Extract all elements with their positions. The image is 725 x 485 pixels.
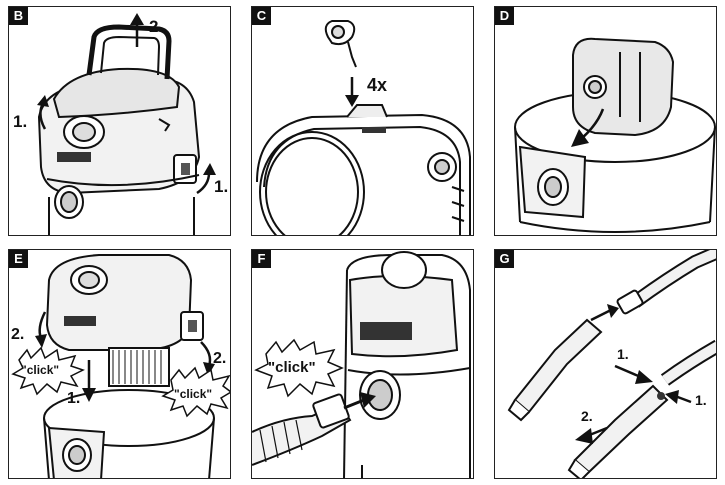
step-label: 1. — [695, 392, 707, 408]
panel-letter: F — [252, 250, 271, 268]
arrow-icon — [575, 304, 692, 444]
vacuum-lid-drawing — [11, 254, 230, 478]
arrow-icon — [345, 77, 359, 107]
step-label: 2. — [213, 350, 227, 367]
count-label: 4x — [367, 75, 388, 95]
hose-drawing — [507, 250, 716, 478]
click-label: "click" — [174, 387, 213, 401]
step-label: 2. — [11, 326, 25, 343]
step-label: 1. — [13, 112, 28, 131]
panel-letter: D — [495, 7, 514, 25]
step-label: 1. — [67, 390, 81, 407]
panel-letter: B — [9, 7, 28, 25]
container-rim-drawing — [256, 20, 471, 235]
panel-g: G 1. 2. 1. — [494, 249, 717, 479]
panel-b: B 2. 1. 1. — [8, 6, 231, 236]
arrow-icon — [35, 311, 215, 402]
panel-letter: C — [252, 7, 271, 25]
step-label: 1. — [617, 346, 629, 362]
filter-drawing — [514, 37, 716, 233]
click-label: "click" — [21, 363, 60, 377]
click-label: "click" — [268, 359, 316, 376]
panel-letter: G — [495, 250, 514, 268]
vacuum-lid-drawing — [37, 13, 216, 235]
click-burst-icon — [254, 338, 344, 398]
panel-letter: E — [9, 250, 28, 268]
step-label: 2. — [149, 17, 164, 36]
arrow-icon — [571, 108, 605, 147]
arrow-icon — [37, 13, 216, 195]
step-label: 2. — [581, 408, 593, 424]
panel-d: D — [494, 6, 717, 236]
arrow-icon — [343, 392, 376, 410]
click-burst-icon — [11, 346, 230, 418]
hose-drawing — [252, 251, 471, 478]
panel-c: C 4x — [251, 6, 474, 236]
step-label: 1. — [214, 177, 229, 196]
panel-f: F "click" — [251, 249, 474, 479]
panel-e: E 2. "click" 1. 2. "click" — [8, 249, 231, 479]
